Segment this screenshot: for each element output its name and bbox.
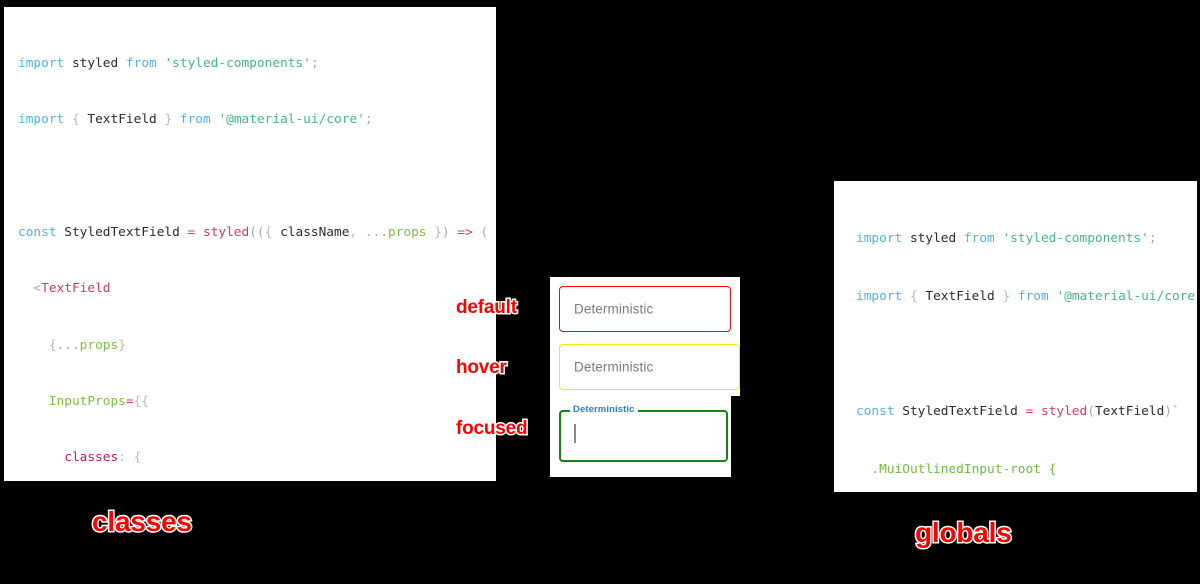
annotation-title-classes: classes	[91, 505, 194, 539]
code-line: import styled from 'styled-components';	[856, 231, 1157, 247]
code-line: import { TextField } from '@material-ui/…	[856, 289, 1197, 305]
code-line: classes: {	[64, 450, 142, 466]
code-panel-classes: import styled from 'styled-components'; …	[4, 7, 496, 481]
textfield-focused-label: Deterministic	[570, 404, 638, 415]
textfield-default[interactable]: Deterministic	[559, 286, 731, 332]
annotation-state-default: default	[455, 296, 519, 320]
textfield-hover-value: Deterministic	[574, 359, 654, 375]
textfield-focused[interactable]: Deterministic	[559, 404, 728, 462]
code-line: InputProps={{	[48, 393, 150, 409]
code-line: {...props}	[48, 337, 126, 353]
code-line-blank	[18, 167, 496, 186]
annotation-state-hover: hover	[455, 356, 509, 380]
code-line: .MuiOutlinedInput-root {	[871, 461, 1057, 477]
text-caret	[574, 424, 576, 443]
code-line-blank	[856, 345, 1197, 364]
code-panel-globals: import styled from 'styled-components'; …	[834, 181, 1197, 492]
textfield-default-value: Deterministic	[574, 301, 654, 317]
code-line: <TextField	[33, 281, 111, 297]
annotation-title-globals: globals	[914, 516, 1014, 550]
code-line: import { TextField } from '@material-ui/…	[18, 111, 373, 127]
textfield-hover[interactable]: Deterministic	[559, 344, 740, 390]
code-line: const StyledTextField = styled(TextField…	[856, 404, 1180, 420]
code-line: const StyledTextField = styled(({ classN…	[18, 224, 489, 240]
annotation-state-focused: focused	[454, 417, 529, 441]
code-line: import styled from 'styled-components';	[18, 55, 319, 71]
